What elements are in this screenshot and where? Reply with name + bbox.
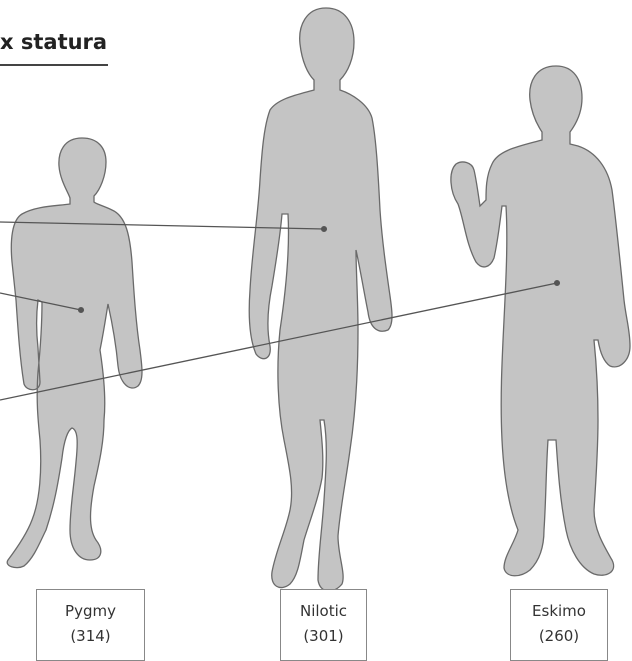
leader-dot-nilotic — [322, 227, 327, 232]
nilotic-count: (301) — [281, 624, 366, 649]
pygmy-name: Pygmy — [37, 599, 144, 624]
pygmy-label-box: Pygmy (314) — [36, 589, 145, 661]
pygmy-silhouette — [7, 138, 142, 568]
nilotic-name: Nilotic — [281, 599, 366, 624]
nilotic-silhouette — [249, 8, 392, 591]
eskimo-count: (260) — [511, 624, 607, 649]
leader-dot-pygmy — [79, 308, 84, 313]
leader-dot-eskimo — [555, 281, 560, 286]
eskimo-name: Eskimo — [511, 599, 607, 624]
nilotic-label-box: Nilotic (301) — [280, 589, 367, 661]
title-underline — [0, 64, 108, 66]
page-title: x statura — [0, 30, 107, 54]
eskimo-silhouette — [451, 66, 630, 576]
eskimo-label-box: Eskimo (260) — [510, 589, 608, 661]
pygmy-count: (314) — [37, 624, 144, 649]
